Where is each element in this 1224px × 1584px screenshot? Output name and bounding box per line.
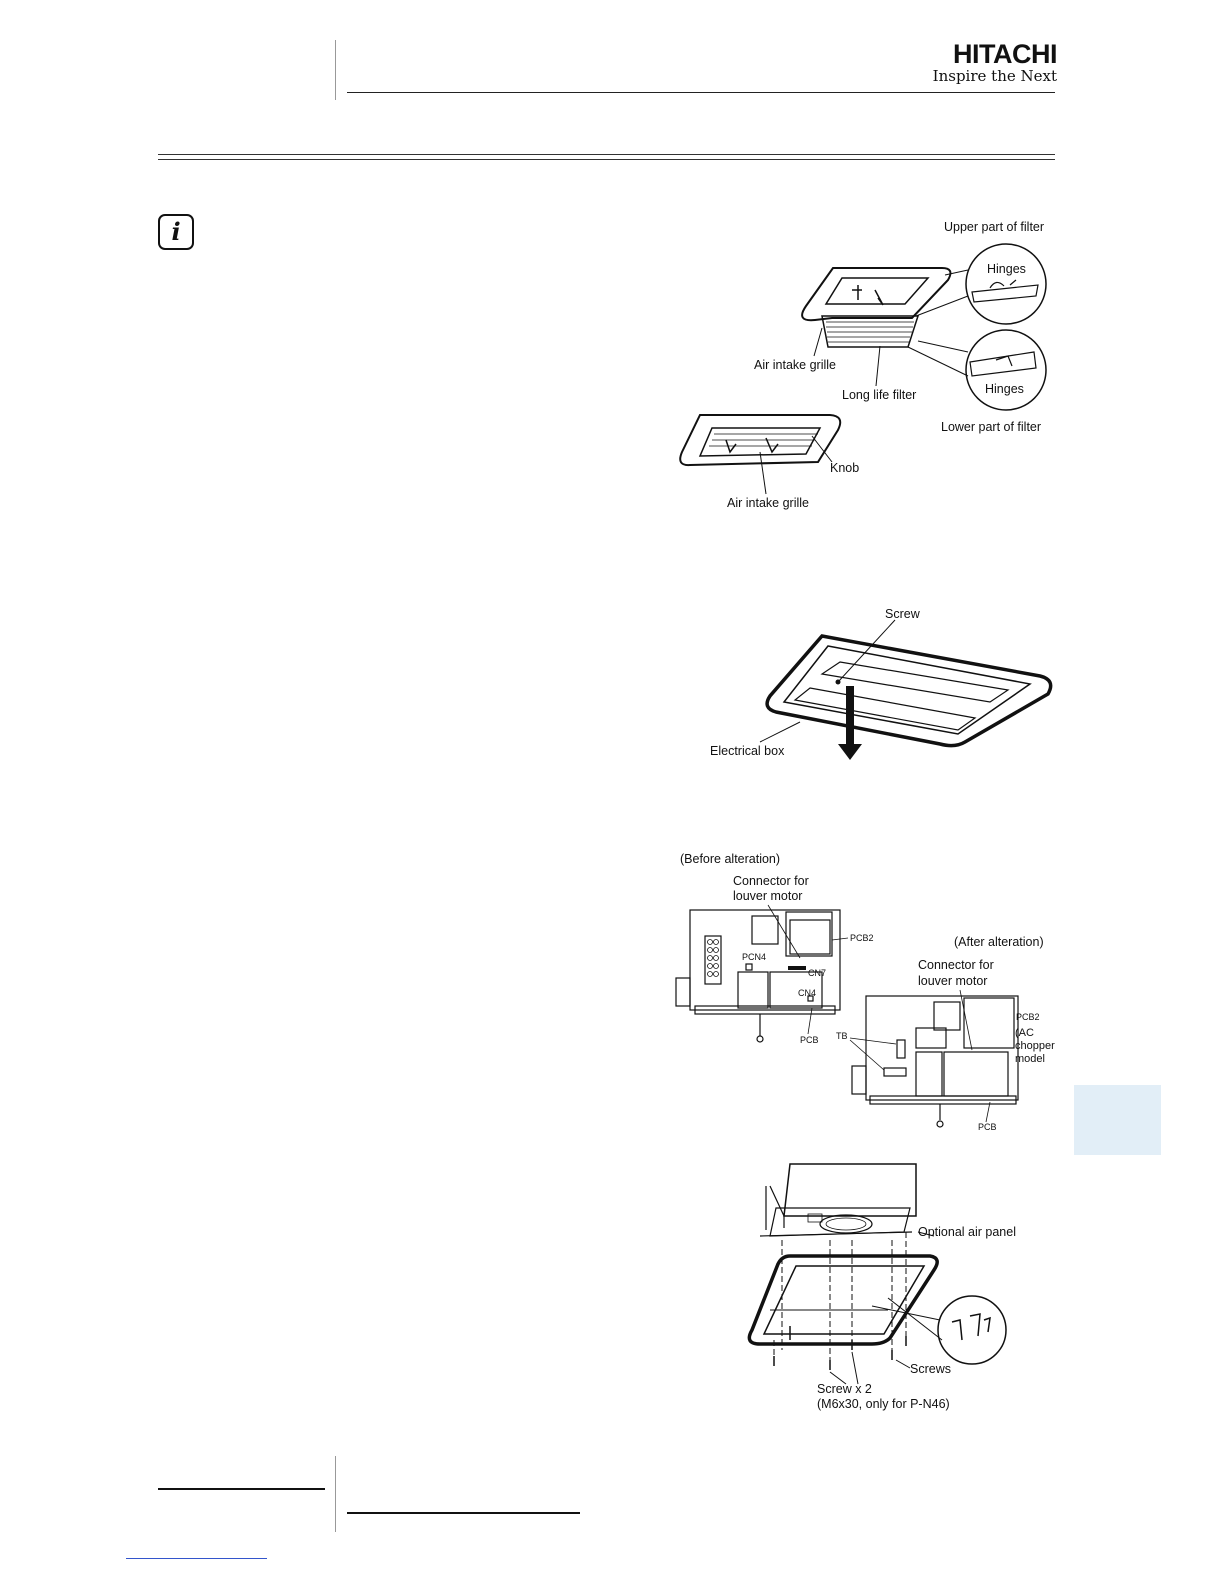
label-air-intake-grille-top: Air intake grille bbox=[754, 358, 836, 372]
header-rule bbox=[347, 92, 1055, 93]
label-optional-air-panel: Optional air panel bbox=[918, 1225, 1016, 1239]
label-screw-spec: (M6x30, only for P-N46) bbox=[817, 1397, 950, 1411]
label-screw: Screw bbox=[885, 607, 920, 621]
label-hinges-top: Hinges bbox=[987, 262, 1026, 276]
label-pcn4: PCN4 bbox=[742, 952, 767, 962]
label-connector-before-1: Connector for bbox=[733, 874, 809, 888]
footer-rule-left bbox=[158, 1488, 325, 1490]
brand-tagline: Inspire the Next bbox=[932, 67, 1057, 85]
label-tb: TB bbox=[836, 1031, 848, 1041]
label-ac-3: model bbox=[1015, 1053, 1045, 1065]
info-icon: i bbox=[158, 214, 194, 250]
label-lower-part-of-filter: Lower part of filter bbox=[941, 420, 1042, 434]
brand-name: HITACHI bbox=[953, 39, 1058, 69]
footer-link-rule[interactable] bbox=[126, 1558, 267, 1559]
label-screw-x2: Screw x 2 bbox=[817, 1382, 872, 1396]
footer-rule-right bbox=[347, 1512, 580, 1514]
footer-vertical-rule bbox=[335, 1456, 336, 1532]
label-long-life-filter: Long life filter bbox=[842, 388, 917, 402]
label-ac-2: chopper bbox=[1015, 1040, 1055, 1052]
label-screws: Screws bbox=[910, 1362, 951, 1376]
section-double-rule bbox=[158, 154, 1055, 160]
label-connector-before-2: louver motor bbox=[733, 889, 803, 903]
label-connector-after-2: louver motor bbox=[918, 974, 988, 988]
chapter-tab bbox=[1074, 1085, 1161, 1155]
label-after-alteration: (After alteration) bbox=[954, 935, 1044, 949]
label-upper-part-of-filter: Upper part of filter bbox=[944, 220, 1045, 234]
label-electrical-box: Electrical box bbox=[710, 744, 785, 758]
label-pcb2-after: PCB2 bbox=[1016, 1012, 1040, 1022]
brand-logo: HITACHI Inspire the Next bbox=[922, 39, 1058, 85]
label-hinges-bottom: Hinges bbox=[985, 382, 1024, 396]
label-pcb-after: PCB bbox=[978, 1122, 997, 1132]
label-pcb2-before: PCB2 bbox=[850, 933, 874, 943]
label-ac-1: (AC bbox=[1015, 1027, 1034, 1039]
label-cn7: CN7 bbox=[808, 968, 827, 978]
header-vertical-rule bbox=[335, 40, 336, 100]
label-connector-after-1: Connector for bbox=[918, 958, 994, 972]
label-pcb-before: PCB bbox=[800, 1035, 819, 1045]
label-air-intake-grille-bottom: Air intake grille bbox=[727, 496, 809, 510]
label-knob: Knob bbox=[830, 461, 860, 475]
label-cn4: CN4 bbox=[798, 988, 817, 998]
label-before-alteration: (Before alteration) bbox=[680, 852, 781, 866]
